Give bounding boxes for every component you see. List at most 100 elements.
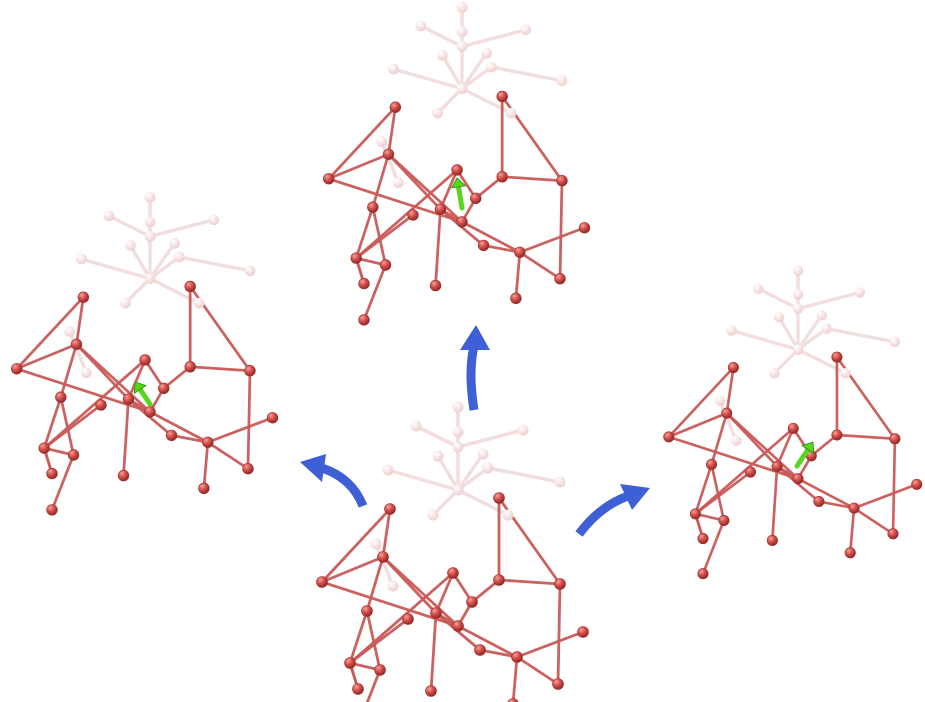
bond <box>667 366 735 439</box>
faded-atom <box>452 426 464 438</box>
atom <box>367 201 379 213</box>
faded-bond <box>379 139 401 185</box>
atom <box>887 528 899 540</box>
faded-atom <box>452 441 464 453</box>
faded-atom <box>486 61 497 73</box>
faded-atom <box>144 231 156 242</box>
transition-arrow-up <box>466 344 479 411</box>
faded-atom <box>889 336 901 348</box>
faded-bond <box>824 326 897 344</box>
atom <box>697 568 709 580</box>
atom <box>117 469 130 482</box>
faded-atom <box>854 287 865 298</box>
faded-atom <box>144 191 156 203</box>
cluster-right <box>667 268 919 576</box>
atom <box>67 449 80 461</box>
atom <box>77 291 90 303</box>
faded-atom <box>792 344 804 355</box>
bond <box>59 342 78 399</box>
bond <box>725 411 779 468</box>
bond <box>59 395 75 457</box>
cluster-right-atoms <box>663 265 923 580</box>
atom <box>429 279 442 292</box>
faded-atom <box>76 253 87 265</box>
atom <box>451 164 463 176</box>
atom <box>144 406 156 418</box>
faded-atom <box>731 435 742 446</box>
bond <box>460 220 522 254</box>
faded-atom <box>103 210 115 222</box>
faded-bond <box>386 468 460 492</box>
bond <box>371 205 387 267</box>
bond <box>170 434 210 444</box>
atom <box>911 478 923 490</box>
bond <box>478 648 519 659</box>
bond <box>387 105 397 156</box>
curved-arrow-icon <box>460 325 490 350</box>
faded-atom <box>415 20 427 32</box>
bond <box>701 519 726 576</box>
atom <box>389 101 402 113</box>
bond <box>456 624 519 659</box>
faded-atom <box>244 265 256 277</box>
atom <box>663 431 675 443</box>
atom <box>379 259 392 271</box>
bond <box>852 483 919 510</box>
atom <box>844 547 856 559</box>
faded-bond <box>414 424 460 449</box>
faded-bond <box>419 24 464 49</box>
atom <box>374 664 386 676</box>
transition-arrow-left <box>320 463 368 508</box>
cluster-top-atoms <box>323 1 591 326</box>
atom <box>706 458 718 470</box>
atom <box>727 362 739 374</box>
faded-bond <box>128 243 152 281</box>
atom <box>766 534 778 546</box>
faded-atom <box>80 367 92 379</box>
bond <box>518 226 586 254</box>
atom <box>511 651 523 663</box>
bond <box>42 395 63 450</box>
faded-bond <box>435 86 464 115</box>
faded-bond <box>107 214 152 239</box>
atom <box>323 173 335 185</box>
faded-atom <box>517 424 529 436</box>
faded-atom <box>410 420 422 432</box>
faded-atom <box>376 136 388 147</box>
faded-atom <box>792 303 804 314</box>
atom <box>496 171 508 183</box>
faded-bond <box>123 276 152 305</box>
atom <box>358 277 370 290</box>
bond <box>667 411 729 439</box>
faded-atom <box>482 462 494 474</box>
bond <box>362 263 387 322</box>
faded-atom <box>481 47 492 59</box>
bond <box>470 578 501 604</box>
bond <box>320 555 385 584</box>
faded-atom <box>427 509 439 521</box>
faded-bond <box>718 399 738 443</box>
bond <box>694 463 713 516</box>
faded-bond <box>431 488 460 517</box>
bond <box>710 411 729 466</box>
faded-atom <box>726 325 737 336</box>
displacement-vector-right <box>794 446 811 469</box>
faded-atom <box>816 310 827 321</box>
faded-bond <box>67 329 89 375</box>
atom <box>358 314 370 326</box>
faded-atom <box>387 580 399 592</box>
atom <box>496 90 508 103</box>
faded-bond <box>777 315 800 352</box>
atom <box>139 354 151 366</box>
atom <box>407 209 419 221</box>
faded-bond <box>729 328 800 352</box>
atom <box>474 644 486 656</box>
bond <box>558 179 564 281</box>
bond <box>775 427 795 468</box>
faded-bond <box>391 67 464 91</box>
atom <box>848 502 860 514</box>
bond <box>365 555 385 613</box>
atom <box>447 567 459 579</box>
atom <box>831 351 843 363</box>
atom <box>697 533 709 545</box>
